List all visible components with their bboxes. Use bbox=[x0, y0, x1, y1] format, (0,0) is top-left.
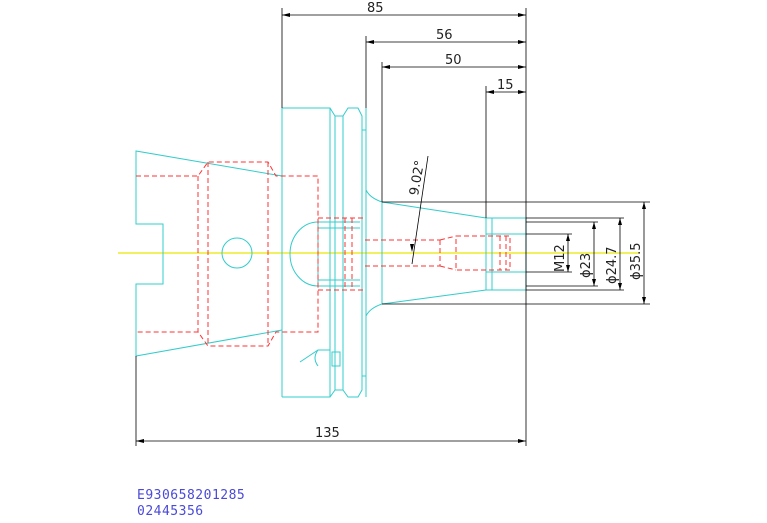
dim-dia23: ϕ23 bbox=[579, 253, 594, 278]
dim-thread: M12 bbox=[553, 244, 568, 272]
dim-50: 50 bbox=[445, 53, 462, 68]
dimension-lines bbox=[135, 8, 650, 446]
flange bbox=[282, 107, 367, 398]
hidden-lines bbox=[136, 161, 511, 347]
dim-135: 135 bbox=[315, 426, 340, 441]
dim-dia247: ϕ24.7 bbox=[605, 246, 620, 284]
part-id: E930658201285 bbox=[137, 488, 246, 503]
dim-56: 56 bbox=[436, 28, 453, 43]
dim-15: 15 bbox=[497, 78, 514, 93]
bore bbox=[289, 221, 360, 287]
taper-shank bbox=[135, 108, 283, 397]
part-number: 02445356 bbox=[137, 504, 204, 519]
dim-85: 85 bbox=[367, 1, 384, 16]
dim-angle: 9.02° bbox=[407, 159, 428, 197]
dim-dia355: ϕ35.5 bbox=[629, 242, 644, 280]
cross-hole bbox=[221, 237, 253, 269]
